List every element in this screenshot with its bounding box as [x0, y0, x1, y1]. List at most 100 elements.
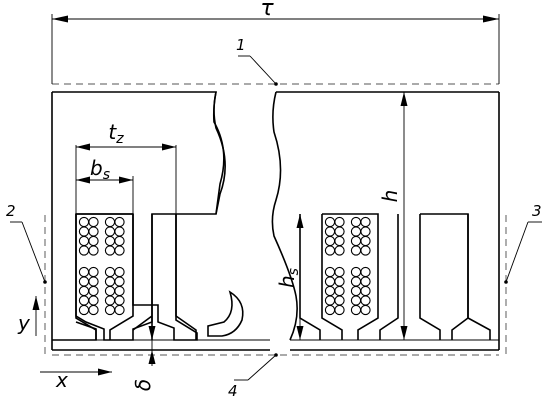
- conductor-circle: [360, 226, 371, 237]
- conductor-circle: [104, 266, 116, 278]
- conductor-circle: [334, 235, 345, 247]
- conductor-circle: [324, 216, 336, 228]
- slot-4-right-wall: [467, 214, 491, 340]
- conductor-circle: [324, 295, 336, 306]
- tz-label: tz: [108, 120, 124, 147]
- conductor-circle: [324, 226, 336, 237]
- tau-arrow-right: [483, 15, 499, 23]
- conductor-circle: [114, 235, 125, 247]
- conductor-circle: [88, 266, 99, 278]
- callout-1-label: 1: [236, 36, 246, 54]
- slot-3-conductors: [324, 216, 371, 316]
- conductor-circle: [334, 216, 345, 228]
- slot-4-outline: [379, 213, 469, 340]
- h-label: h: [378, 190, 402, 203]
- conductor-circle: [324, 304, 336, 316]
- conductor-circle: [88, 304, 99, 316]
- slot-1-conductors: [78, 216, 125, 316]
- conductor-circle: [78, 304, 90, 316]
- conductor-circle: [88, 216, 99, 228]
- conductor-circle: [334, 304, 345, 316]
- slot-1-outline: [75, 213, 134, 340]
- conductor-circle: [334, 285, 345, 297]
- conductor-circle: [360, 285, 371, 297]
- conductor-circle: [360, 266, 371, 278]
- conductor-circle: [88, 226, 99, 237]
- y-axis-label: y: [17, 311, 31, 335]
- break-line-right: [271, 91, 298, 341]
- conductor-circle: [104, 285, 116, 297]
- conductor-circle: [88, 276, 99, 287]
- conductor-circle: [114, 285, 125, 297]
- bs-arrow-left: [76, 176, 90, 184]
- delta-label: δ: [131, 379, 155, 391]
- left-tooth-tip-1: [52, 321, 97, 341]
- delta-arrow-bottom: [148, 350, 156, 364]
- conductor-circle: [88, 285, 99, 297]
- conductor-circle: [114, 295, 125, 306]
- tz-arrow-left: [76, 143, 90, 151]
- callout-2-leader: [21, 221, 46, 283]
- conductor-circle: [78, 245, 90, 256]
- bs-subscript: s: [103, 167, 110, 183]
- hs-symbol: h: [275, 275, 299, 288]
- conductor-circle: [88, 245, 99, 256]
- conductor-circle: [104, 276, 116, 287]
- callout-1-dot: [274, 82, 278, 86]
- conductor-circle: [324, 285, 336, 297]
- conductor-circle: [360, 245, 371, 256]
- conductor-circle: [334, 266, 345, 278]
- conductor-circle: [78, 226, 90, 237]
- left-stator-outline: [52, 91, 225, 341]
- break-line-left: [213, 91, 226, 215]
- callout-1-leader: [249, 55, 277, 85]
- conductor-circle: [350, 226, 362, 237]
- x-axis-label: x: [55, 368, 68, 392]
- callout-4-label: 4: [228, 382, 238, 400]
- broken-tooth-left: [207, 290, 244, 337]
- conductor-circle: [78, 285, 90, 297]
- conductor-circle: [324, 245, 336, 256]
- callout-2-dot: [43, 280, 47, 284]
- conductor-circle: [334, 226, 345, 237]
- callout-4-leader: [247, 354, 277, 381]
- conductor-circle: [350, 216, 362, 228]
- tz-subscript: z: [115, 131, 124, 147]
- callout-3-label: 3: [532, 202, 542, 220]
- bs-symbol: b: [90, 156, 103, 180]
- delta-arrow-top: [148, 326, 156, 340]
- bs-arrow-right: [119, 176, 133, 184]
- conductor-circle: [324, 266, 336, 278]
- hs-subscript: s: [286, 268, 302, 275]
- conductor-circle: [360, 295, 371, 306]
- tz-arrow-right: [162, 143, 176, 151]
- conductor-circle: [104, 226, 116, 237]
- conductor-circle: [78, 216, 90, 228]
- conductor-circle: [334, 245, 345, 256]
- conductor-circle: [350, 245, 362, 256]
- tz-symbol: t: [108, 120, 117, 144]
- callout-4-dot: [274, 353, 278, 357]
- conductor-circle: [360, 304, 371, 316]
- conductor-circle: [324, 235, 336, 247]
- conductor-circle: [88, 295, 99, 306]
- conductor-circle: [88, 235, 99, 247]
- conductor-circle: [104, 235, 116, 247]
- conductor-circle: [114, 304, 125, 316]
- conductor-circle: [114, 226, 125, 237]
- conductor-circle: [350, 235, 362, 247]
- conductor-circle: [104, 304, 116, 316]
- conductor-circle: [78, 235, 90, 247]
- callout-3-leader: [505, 221, 529, 283]
- conductor-circle: [350, 295, 362, 306]
- conductor-circle: [360, 216, 371, 228]
- h-arrow-bottom: [400, 326, 408, 340]
- hs-label: hs: [275, 268, 302, 288]
- conductor-circle: [350, 304, 362, 316]
- y-axis-arrowhead: [32, 296, 40, 310]
- conductor-circle: [350, 285, 362, 297]
- callout-3-dot: [504, 280, 508, 284]
- tau-arrow-left: [52, 15, 68, 23]
- conductor-circle: [334, 276, 345, 287]
